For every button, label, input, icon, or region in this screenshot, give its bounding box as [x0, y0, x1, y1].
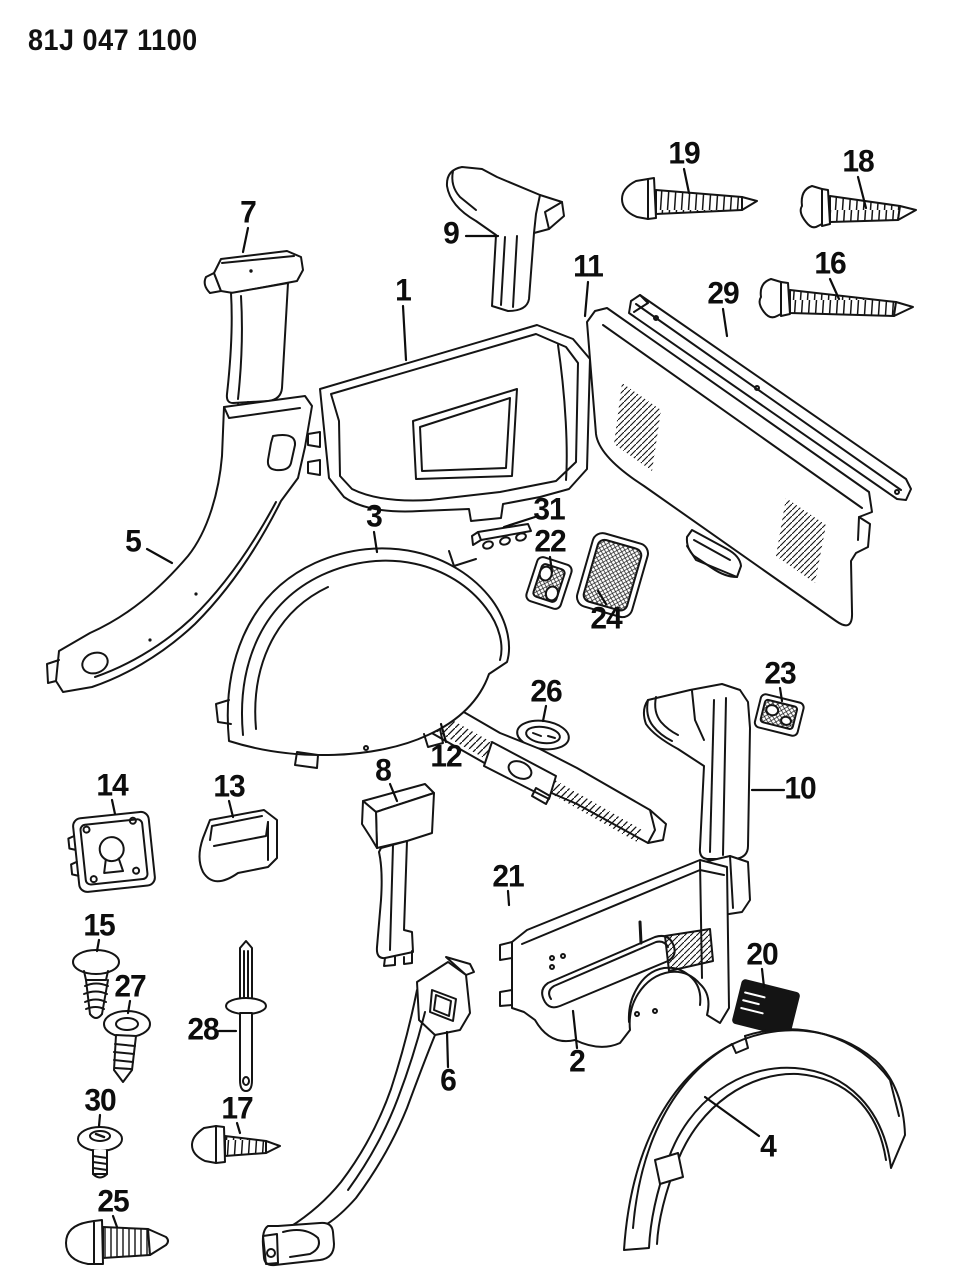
part-22-plate — [525, 556, 573, 610]
callout-20: 20 — [746, 937, 778, 972]
leader-line-5 — [145, 547, 174, 565]
part-23-plate — [753, 693, 805, 737]
leader-line-19 — [682, 167, 691, 195]
leader-line-18 — [856, 175, 868, 210]
callout-2: 2 — [569, 1044, 586, 1079]
leader-line-17 — [235, 1121, 242, 1135]
callout-27: 27 — [114, 969, 146, 1004]
callout-21: 21 — [492, 859, 524, 894]
callout-25: 25 — [97, 1184, 129, 1219]
leader-line-14 — [110, 798, 117, 816]
part-14-mounting-plate — [67, 810, 156, 893]
leader-line-27 — [126, 999, 132, 1015]
callout-8: 8 — [375, 753, 392, 788]
leader-line-16 — [828, 277, 841, 301]
callout-9: 9 — [443, 216, 460, 251]
part-20-label-patch — [732, 979, 800, 1037]
part-3-wheelhouse-cover — [215, 547, 510, 769]
callout-12: 12 — [430, 739, 462, 774]
leader-line-4 — [703, 1095, 761, 1138]
callout-30: 30 — [84, 1083, 116, 1118]
leader-line-22 — [548, 555, 554, 574]
callout-5: 5 — [125, 524, 142, 559]
part-29-sill-strip — [628, 294, 912, 501]
leader-line-24 — [596, 589, 608, 606]
leader-line-20 — [760, 967, 766, 989]
leader-line-7 — [241, 226, 250, 254]
callout-7: 7 — [240, 195, 257, 230]
part-10-pillar-trim — [642, 683, 751, 860]
part-27-fastener — [103, 1010, 151, 1083]
part-15-push-fastener — [72, 949, 120, 1019]
callout-14: 14 — [96, 768, 128, 803]
callout-13: 13 — [213, 769, 245, 804]
part-9-pillar-trim — [445, 166, 565, 312]
part-4-wheelhouse-cover — [623, 1028, 906, 1251]
part-16-screw — [758, 278, 914, 319]
callout-16: 16 — [814, 246, 846, 281]
leader-line-30 — [97, 1113, 102, 1128]
callout-19: 19 — [668, 136, 700, 171]
callout-24: 24 — [590, 601, 622, 636]
part-8-pillar-trim — [361, 783, 435, 967]
leader-line-23 — [778, 686, 784, 703]
leader-line-12 — [439, 722, 448, 744]
leader-line-3 — [372, 530, 379, 554]
part-11-cargo-panel — [586, 307, 873, 627]
leader-line-6 — [445, 1030, 450, 1069]
part-28-rivet — [225, 940, 267, 1092]
callout-18: 18 — [842, 144, 874, 179]
leader-line-15 — [95, 938, 101, 953]
callout-26: 26 — [530, 674, 562, 709]
callout-17: 17 — [221, 1091, 253, 1126]
callout-15: 15 — [83, 908, 115, 943]
leader-line-21 — [506, 889, 511, 907]
part-2-quarter-trim-panel — [499, 859, 730, 1048]
callout-28: 28 — [187, 1012, 219, 1047]
callout-29: 29 — [707, 276, 739, 311]
drawing-code: 81J 047 1100 — [28, 24, 198, 57]
leader-line-26 — [541, 704, 548, 723]
callout-10: 10 — [784, 771, 816, 806]
leader-line-25 — [111, 1214, 119, 1229]
part-30-washer-screw — [77, 1126, 123, 1179]
callout-11: 11 — [573, 249, 604, 284]
callout-23: 23 — [764, 656, 796, 691]
callout-6: 6 — [440, 1063, 457, 1098]
part-17-screw — [191, 1125, 281, 1164]
leader-line-13 — [227, 799, 235, 819]
callout-31: 31 — [533, 492, 565, 527]
leader-line-1 — [401, 304, 408, 362]
part-25-push-rivet — [65, 1219, 169, 1265]
leader-line-2 — [571, 1009, 579, 1050]
part-18-screw — [799, 185, 917, 229]
callout-leader-lines — [95, 167, 868, 1229]
leader-line-31 — [502, 515, 537, 529]
part-13-retainer-clip — [198, 809, 278, 883]
callout-3: 3 — [366, 499, 383, 534]
leader-line-11 — [583, 280, 590, 318]
part-19-screw — [621, 177, 758, 220]
leader-line-8 — [388, 782, 399, 803]
part-5-pillar-panel — [46, 395, 313, 693]
callout-4: 4 — [760, 1129, 777, 1164]
callout-1: 1 — [395, 273, 412, 308]
part-1-quarter-trim-panel — [307, 324, 591, 522]
part-31-clip-bracket — [471, 523, 532, 550]
part-6-pillar-trim — [261, 956, 475, 1267]
part-7-pillar-moulding — [203, 250, 304, 411]
leader-line-29 — [721, 307, 729, 338]
callout-22: 22 — [534, 524, 566, 559]
